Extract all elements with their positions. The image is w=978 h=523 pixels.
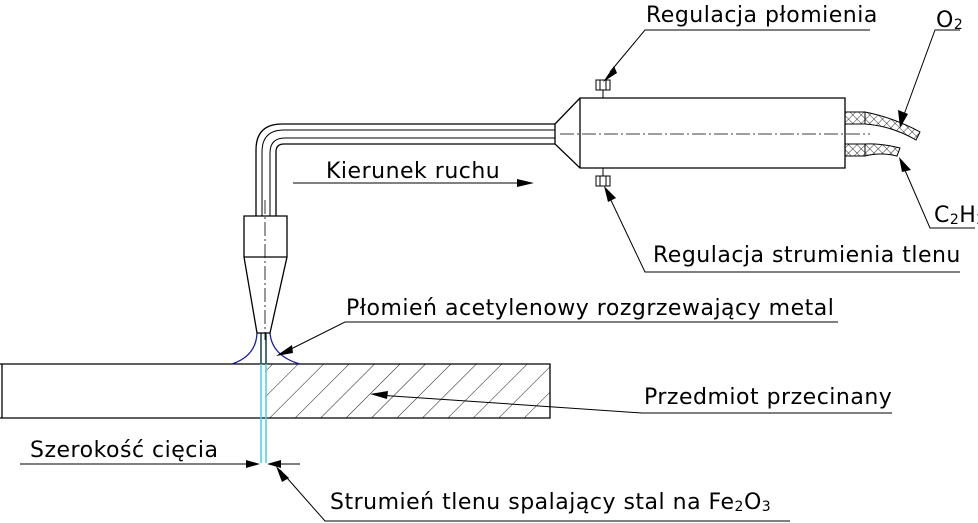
torch-tube	[255, 123, 555, 216]
labels: Regulacja płomienia O2 C2H2 Kierunek ruc…	[30, 3, 978, 515]
body-outline	[554, 97, 846, 169]
arrowhead-flame-regulation	[603, 66, 617, 82]
workpiece	[0, 363, 551, 419]
leader-oxygen-jet	[279, 469, 790, 522]
nozzle-outline	[243, 215, 288, 334]
label-preheat-flame: Płomień acetylenowy rozgrzewający metal	[346, 296, 834, 321]
label-workpiece: Przedmiot przecinany	[644, 385, 892, 410]
label-kerf-width: Szerokość cięcia	[30, 438, 218, 463]
label-oxygen-stream-regulation: Regulacja strumienia tlenu	[653, 243, 961, 268]
tube-bore-line-1	[261, 129, 555, 216]
leader-preheat-flame	[284, 321, 838, 353]
workpiece-outline	[0, 363, 551, 419]
arrowhead-workpiece	[370, 391, 388, 399]
label-flame-regulation: Regulacja płomienia	[646, 3, 878, 28]
kerf-arrowhead-left	[246, 460, 260, 468]
arrowhead-oxygen-stream-regulation	[604, 186, 616, 202]
oxygen-jet	[260, 333, 267, 463]
leader-acetylene	[903, 167, 975, 229]
leader-workpiece	[377, 394, 892, 414]
tube-bore-line-2	[269, 137, 555, 216]
oxygen-hose	[864, 111, 921, 141]
label-direction: Kierunek ruchu	[326, 159, 500, 184]
oxygen-valve-knob	[595, 168, 611, 187]
flame-valve-knob	[595, 79, 611, 98]
tube-inner-line	[275, 143, 555, 216]
workpiece-hatched-area	[265, 364, 550, 418]
tube-outer-line	[255, 123, 555, 216]
preheat-flame-shape	[231, 332, 301, 365]
leader-oxygen	[901, 29, 960, 121]
arrowhead-preheat-flame	[276, 345, 293, 356]
direction-arrowhead	[517, 179, 534, 187]
arrowhead-acetylene	[899, 157, 911, 172]
kerf-arrowhead-right	[267, 460, 281, 468]
label-oxygen-jet: Strumień tlenu spalający stal na Fe2O3	[330, 490, 771, 515]
leader-oxygen-stream-regulation	[607, 193, 960, 273]
torch-nozzle	[243, 200, 288, 340]
label-acetylene: C2H2	[934, 203, 978, 228]
leader-flame-regulation	[609, 29, 870, 73]
arrowhead-oxygen	[898, 110, 908, 128]
acetylene-hose-connector	[844, 143, 866, 157]
label-oxygen: O2	[936, 8, 963, 33]
leaders	[20, 29, 975, 522]
hoses	[844, 111, 921, 157]
acetylene-hose	[864, 143, 901, 157]
arrowhead-oxygen-jet	[276, 466, 289, 482]
oxygen-hose-connector	[844, 111, 866, 125]
torch-body	[554, 79, 870, 187]
